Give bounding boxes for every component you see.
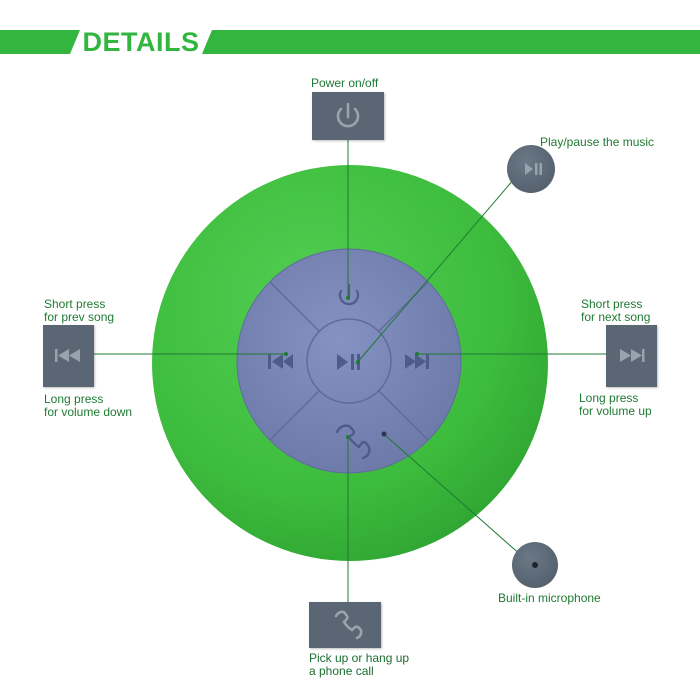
- banner-title: DETAILS: [82, 27, 200, 57]
- power-button[interactable]: [330, 272, 368, 310]
- leader-mic: [385, 435, 523, 557]
- next-track-icon: [606, 325, 657, 387]
- play-pause-button[interactable]: [309, 321, 389, 401]
- microphone-icon: [512, 542, 558, 588]
- play-pause-label: Play/pause the music: [540, 135, 655, 149]
- prev-long-press-label: Long press: [44, 392, 104, 406]
- next-long-press-desc: for volume up: [579, 404, 652, 418]
- prev-button[interactable]: [257, 337, 301, 385]
- power-label: Power on/off: [311, 76, 379, 90]
- play-pause-icon: [507, 145, 555, 193]
- next-short-press-label: Short press: [581, 297, 643, 311]
- next-long-press-label: Long press: [579, 391, 639, 405]
- phone-icon: [309, 602, 381, 648]
- pad-mic-hole: [381, 431, 387, 437]
- microphone-label: Built-in microphone: [498, 591, 601, 605]
- power-icon: [312, 92, 384, 140]
- previous-track-icon: [43, 325, 94, 387]
- banner-bar-left: [0, 30, 80, 54]
- phone-button[interactable]: [326, 412, 372, 456]
- prev-short-press-label: Short press: [44, 297, 106, 311]
- prev-short-press-desc: for prev song: [44, 310, 115, 324]
- prev-long-press-desc: for volume down: [44, 405, 133, 419]
- leader-play-pause: [355, 171, 521, 365]
- phone-label-line1: Pick up or hang up: [309, 651, 410, 665]
- next-button[interactable]: [399, 337, 443, 385]
- phone-label-line2: a phone call: [309, 664, 374, 678]
- banner-bar-right: [202, 30, 700, 54]
- next-short-press-desc: for next song: [581, 310, 651, 324]
